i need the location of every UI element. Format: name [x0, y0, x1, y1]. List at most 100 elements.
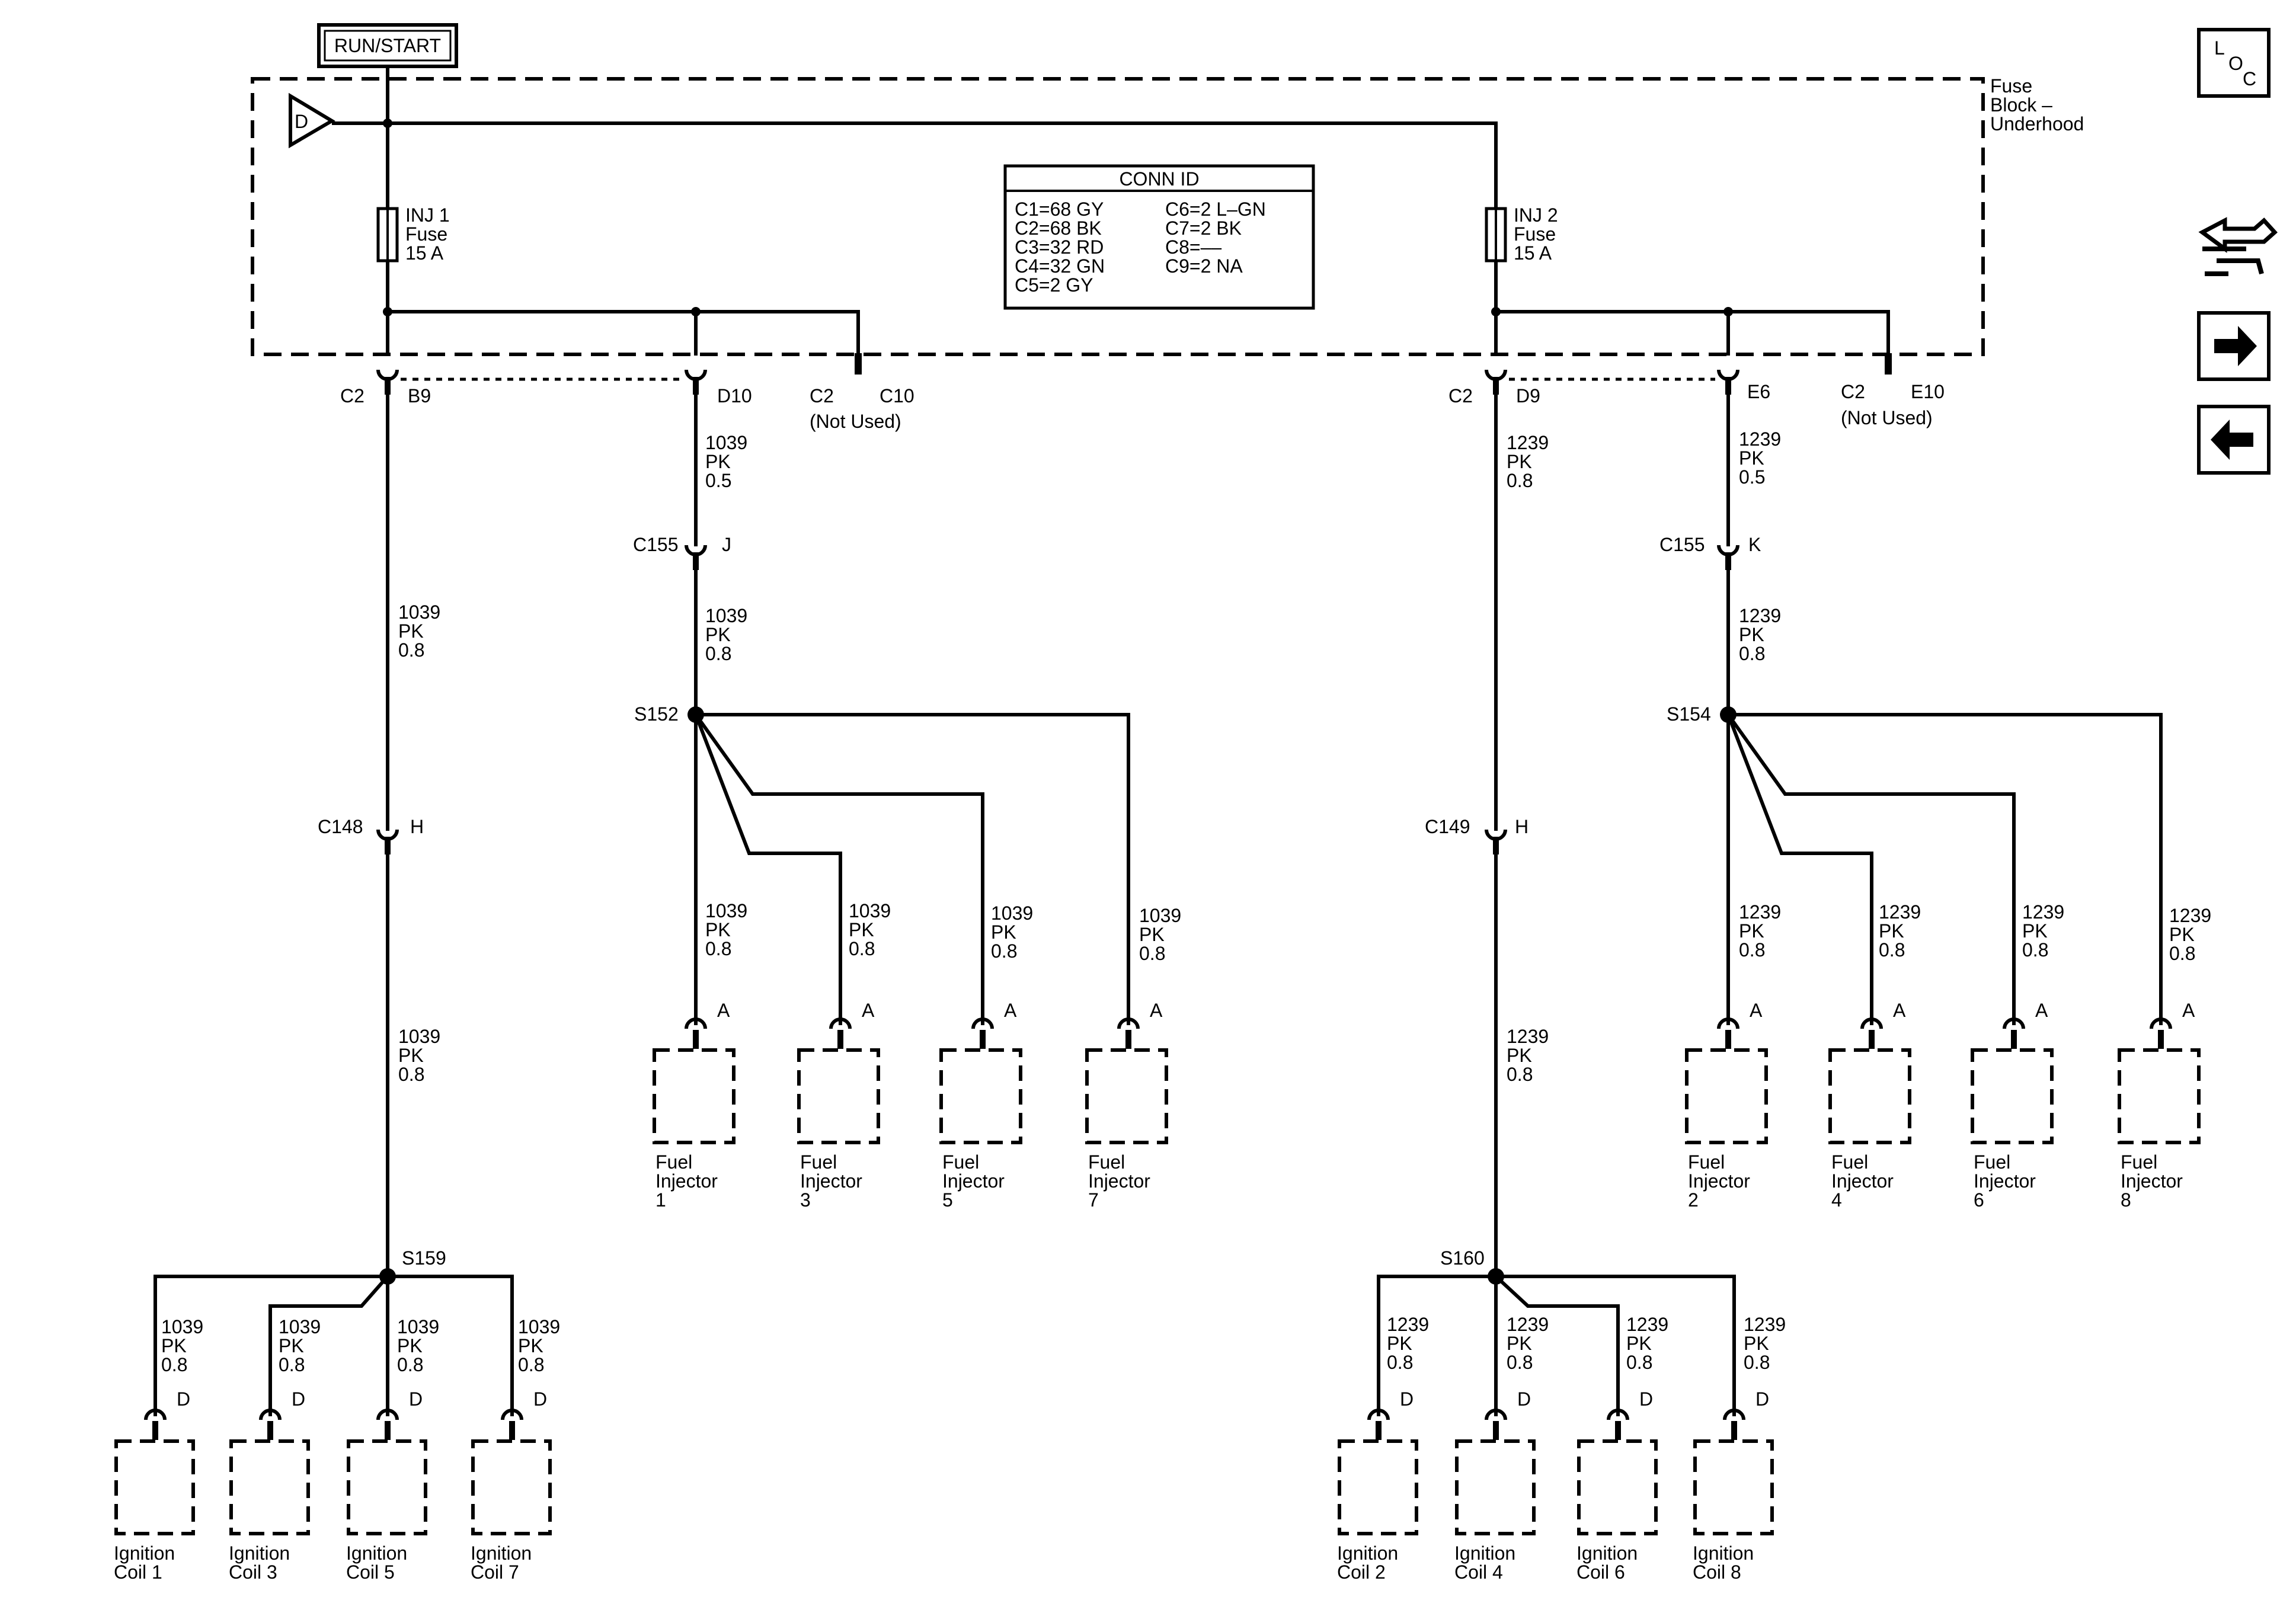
svg-text:1239: 1239: [2022, 901, 2064, 923]
svg-text:0.8: 0.8: [2022, 939, 2048, 961]
injector-label: Fuel: [1688, 1151, 1725, 1173]
svg-text:0.8: 0.8: [1626, 1352, 1652, 1373]
coil-label: Coil 5: [346, 1561, 395, 1583]
s159-label: S159: [402, 1247, 446, 1269]
coil-label: Ignition: [1576, 1542, 1638, 1564]
svg-text:PK: PK: [2169, 924, 2195, 945]
svg-text:PK: PK: [397, 1335, 423, 1356]
injector-label: Injector: [1831, 1170, 1894, 1192]
svg-text:0.8: 0.8: [1507, 1352, 1533, 1373]
svg-text:PK: PK: [705, 451, 731, 472]
svg-text:PK: PK: [518, 1335, 543, 1356]
svg-text:1239: 1239: [1739, 428, 1781, 450]
svg-text:1039: 1039: [279, 1316, 321, 1337]
c149-connector: [1485, 829, 1507, 854]
svg-text:PK: PK: [991, 921, 1016, 943]
s152-label: S152: [634, 703, 679, 725]
svg-text:0.8: 0.8: [398, 1064, 424, 1085]
splice-dots: [379, 706, 1737, 1285]
splice-node: [1720, 706, 1737, 723]
c155-label: C155: [633, 534, 679, 555]
svg-text:Underhood: Underhood: [1990, 113, 2084, 135]
injector-label: Fuel: [655, 1151, 692, 1173]
fuse-block-label: Fuse Block – Underhood: [1990, 75, 2084, 135]
svg-text:C1=68 GY: C1=68 GY: [1015, 199, 1104, 220]
svg-text:PK: PK: [1879, 920, 1904, 942]
svg-text:Fuse: Fuse: [1990, 75, 2032, 97]
injector-label: Injector: [1088, 1170, 1150, 1192]
coil-pin-label: D: [533, 1388, 547, 1410]
coil-pin-label: D: [1400, 1388, 1414, 1410]
injector-pin-label: A: [1893, 1000, 1906, 1021]
inj2-fuse: INJ 2 Fuse 15 A: [1485, 204, 1558, 264]
loc-button[interactable]: L O C: [2197, 28, 2271, 98]
c149-label: C149: [1425, 816, 1470, 837]
previous-page-button[interactable]: [2197, 405, 2271, 475]
svg-text:D9: D9: [1516, 385, 1540, 407]
fuse-block-outline: [251, 77, 1985, 356]
next-page-button[interactable]: [2197, 311, 2271, 381]
coil-label: Coil 1: [114, 1561, 162, 1583]
svg-text:E10: E10: [1911, 381, 1945, 402]
connector-locator-icon[interactable]: [2198, 217, 2278, 276]
svg-text:C7=2 BK: C7=2 BK: [1165, 217, 1242, 239]
injector-label: 4: [1831, 1189, 1842, 1211]
svg-text:PK: PK: [279, 1335, 304, 1356]
coil-label: Ignition: [1337, 1542, 1398, 1564]
svg-text:PK: PK: [705, 919, 731, 940]
s159-branches: [154, 1275, 514, 1416]
conn-id-table: CONN ID C1=68 GY C2=68 BK C3=32 RD C4=32…: [1003, 164, 1315, 310]
svg-text:H: H: [410, 816, 424, 837]
splice-node: [1488, 1268, 1504, 1285]
s160-label: S160: [1440, 1247, 1485, 1269]
svg-text:C2: C2: [1841, 381, 1865, 402]
coil-pin-label: D: [292, 1388, 305, 1410]
inj1-fuse: INJ 1 Fuse 15 A: [376, 123, 450, 353]
svg-text:1239: 1239: [1507, 432, 1549, 453]
injector-label: Injector: [2121, 1170, 2183, 1192]
coil-pin-label: D: [1517, 1388, 1531, 1410]
injector-label: Injector: [655, 1170, 718, 1192]
svg-text:C: C: [2243, 68, 2256, 89]
svg-text:PK: PK: [1626, 1333, 1652, 1354]
coil-label: Ignition: [229, 1542, 290, 1564]
coil-label: Ignition: [114, 1542, 175, 1564]
svg-text:1039: 1039: [161, 1316, 203, 1337]
svg-text:1039: 1039: [991, 902, 1033, 924]
svg-text:PK: PK: [1739, 447, 1764, 469]
svg-text:PK: PK: [705, 624, 731, 645]
d-tag: D: [289, 92, 335, 149]
c148-label: C148: [318, 816, 363, 837]
injector-pin-label: A: [1004, 1000, 1017, 1021]
svg-text:PK: PK: [1507, 1045, 1532, 1066]
svg-text:C2: C2: [340, 385, 364, 407]
injector-label: Fuel: [2121, 1151, 2157, 1173]
svg-text:K: K: [1748, 534, 1761, 555]
svg-text:1039: 1039: [398, 601, 440, 623]
svg-text:PK: PK: [398, 1045, 424, 1066]
svg-text:PK: PK: [1139, 924, 1165, 945]
svg-text:C9=2 NA: C9=2 NA: [1165, 255, 1243, 277]
svg-text:C6=2 L–GN: C6=2 L–GN: [1165, 199, 1266, 220]
s152-branches: [694, 713, 1130, 1025]
components: AFuelInjector1AFuelInjector3AFuelInjecto…: [114, 1000, 2201, 1583]
svg-text:(Not Used): (Not Used): [810, 411, 901, 432]
svg-text:1039: 1039: [849, 900, 891, 921]
svg-text:1239: 1239: [1739, 901, 1781, 923]
